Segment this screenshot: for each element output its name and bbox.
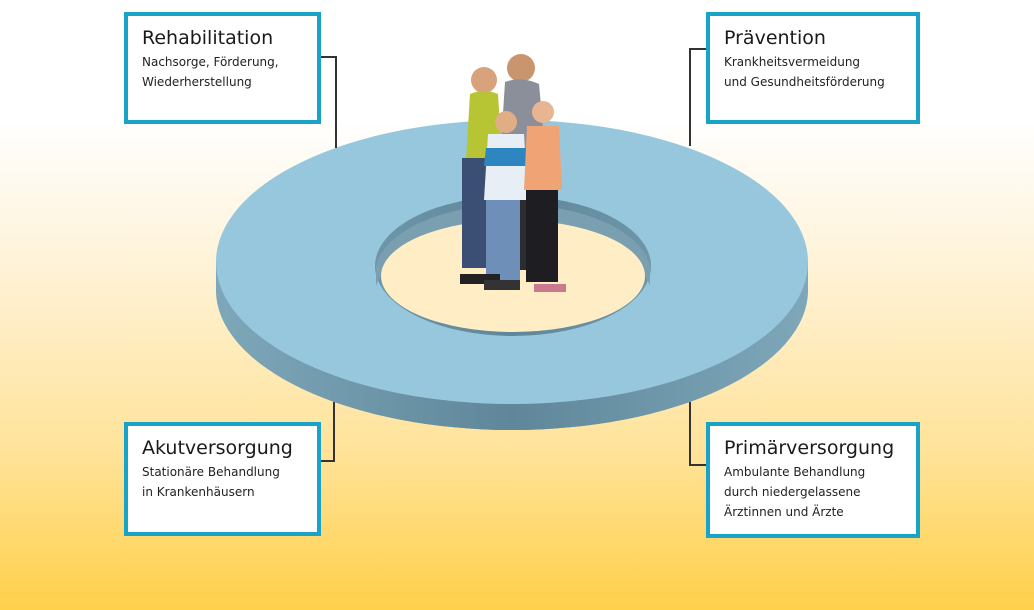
desc-line: Krankheitsvermeidung	[724, 55, 861, 69]
desc-line: in Krankenhäusern	[142, 485, 255, 499]
box-akutversorgung: Akutversorgung Stationäre Behandlung in …	[124, 422, 321, 536]
box-title: Prävention	[724, 27, 826, 49]
box-praevention: Prävention Krankheitsvermeidung und Gesu…	[706, 12, 920, 124]
connector-akutversorgung	[319, 402, 335, 462]
connector-primaerversorgung	[689, 402, 711, 466]
box-primaerversorgung: Primärversorgung Ambulante Behandlung du…	[706, 422, 920, 538]
ring-inner-wall	[376, 204, 650, 286]
desc-line: Stationäre Behandlung	[142, 465, 280, 479]
box-description: Krankheitsvermeidung und Gesundheitsförd…	[724, 52, 902, 92]
desc-line: Ärztinnen und Ärzte	[724, 505, 844, 519]
box-description: Ambulante Behandlung durch niedergelasse…	[724, 462, 902, 522]
desc-line: Wiederherstellung	[142, 75, 252, 89]
box-title: Primärversorgung	[724, 437, 895, 459]
box-rehabilitation: Rehabilitation Nachsorge, Förderung, Wie…	[124, 12, 321, 124]
family-photo	[460, 54, 566, 292]
desc-line: durch niedergelassene	[724, 485, 861, 499]
desc-line: Ambulante Behandlung	[724, 465, 866, 479]
box-title: Rehabilitation	[142, 27, 274, 49]
box-description: Stationäre Behandlung in Krankenhäusern	[142, 462, 303, 502]
desc-line: und Gesundheitsförderung	[724, 75, 885, 89]
connector-rehabilitation	[319, 56, 337, 148]
box-description: Nachsorge, Förderung, Wiederherstellung	[142, 52, 303, 92]
box-title: Akutversorgung	[142, 437, 293, 459]
connector-praevention	[689, 48, 711, 146]
desc-line: Nachsorge, Förderung,	[142, 55, 279, 69]
